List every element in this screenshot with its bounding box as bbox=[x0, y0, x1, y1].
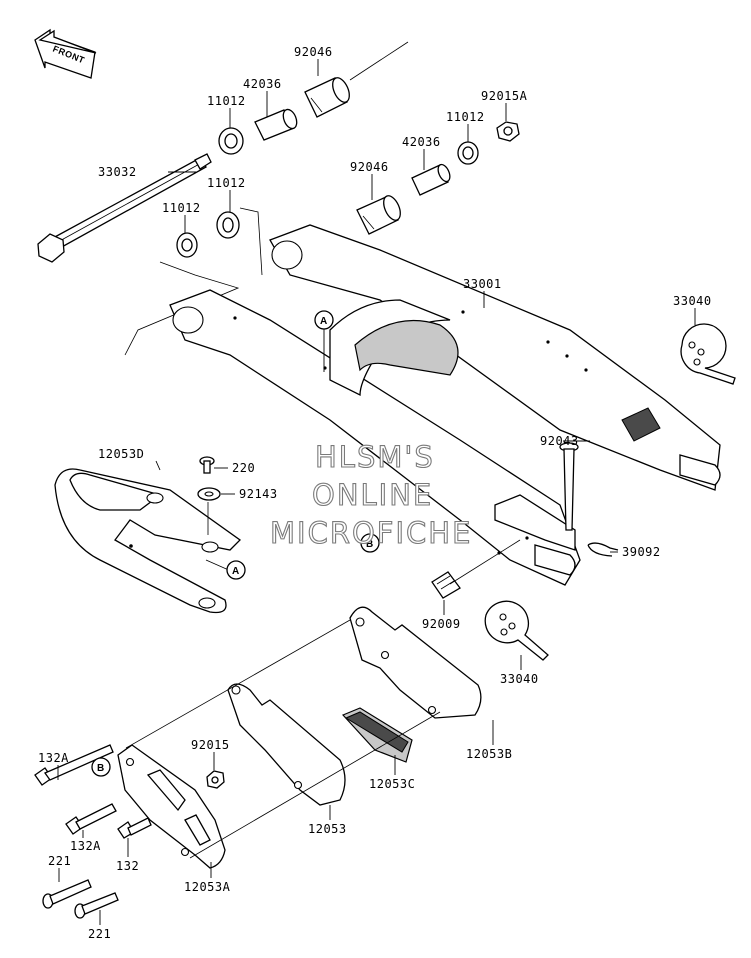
label-92043: 92043 bbox=[540, 434, 579, 448]
label-12053C: 12053C bbox=[369, 777, 415, 791]
watermark-line-1: HLSM'S bbox=[315, 440, 435, 474]
watermark: HLSM'S ONLINE MICROFICHE bbox=[269, 439, 472, 550]
label-11012-left: 11012 bbox=[162, 201, 201, 215]
callout-a-swingarm-text: A bbox=[320, 316, 327, 327]
swingarm-33001 bbox=[169, 224, 721, 586]
label-42036-right: 42036 bbox=[402, 135, 441, 149]
collar-11012-right bbox=[457, 141, 479, 165]
bolt-132A-upper bbox=[34, 744, 114, 786]
label-221-lower: 221 bbox=[88, 927, 111, 941]
front-arrow: FRONT bbox=[34, 28, 97, 79]
bolt-132A-lower bbox=[65, 803, 117, 835]
callout-a-guide-text: A bbox=[232, 566, 239, 577]
nut-92015A bbox=[496, 121, 520, 142]
pin-92043 bbox=[559, 442, 579, 531]
chain-adjuster-33040-lower bbox=[484, 600, 549, 661]
label-11012-right: 11012 bbox=[446, 110, 485, 124]
label-11012-mid: 11012 bbox=[207, 176, 246, 190]
label-12053D: 12053D bbox=[98, 447, 144, 461]
sleeve-42036-top bbox=[254, 108, 298, 141]
label-221-upper: 221 bbox=[48, 854, 71, 868]
bolt-221-lower bbox=[74, 892, 119, 919]
bolt-132 bbox=[117, 817, 152, 839]
label-132A-upper: 132A bbox=[38, 751, 69, 765]
callout-a-swingarm: A bbox=[314, 310, 334, 372]
collar-11012-top bbox=[218, 127, 244, 155]
bolt-220 bbox=[199, 456, 215, 474]
guide-plate-12053 bbox=[227, 683, 346, 806]
leader-lines bbox=[57, 59, 696, 925]
label-33032: 33032 bbox=[98, 165, 137, 179]
label-42036-top: 42036 bbox=[243, 77, 282, 91]
callout-b-guard: B bbox=[91, 757, 111, 777]
label-92143: 92143 bbox=[239, 487, 278, 501]
guide-plate-12053A bbox=[117, 744, 226, 869]
label-92046-top: 92046 bbox=[294, 45, 333, 59]
label-11012-top: 11012 bbox=[207, 94, 246, 108]
callout-a-guide: A bbox=[226, 560, 246, 580]
label-132: 132 bbox=[116, 859, 139, 873]
label-92046-right: 92046 bbox=[350, 160, 389, 174]
label-33001: 33001 bbox=[463, 277, 502, 291]
cotter-pin-39092 bbox=[587, 542, 619, 557]
bearing-92046-right bbox=[356, 195, 401, 235]
label-39092: 39092 bbox=[622, 545, 661, 559]
chain-adjuster-33040-upper bbox=[680, 323, 736, 385]
chain-guide-12053D bbox=[54, 468, 242, 614]
callout-b-swingarm-text: B bbox=[366, 539, 373, 550]
bolt-221-upper bbox=[42, 879, 92, 909]
label-132A-lower: 132A bbox=[70, 839, 101, 853]
label-12053: 12053 bbox=[308, 822, 347, 836]
guide-plate-12053B bbox=[349, 606, 482, 719]
washer-92143 bbox=[197, 487, 221, 501]
guide-slider-12053C bbox=[341, 707, 413, 763]
part-labels: 92046 42036 11012 92015A 11012 42036 330… bbox=[38, 45, 712, 941]
label-92015A: 92015A bbox=[481, 89, 528, 103]
callout-b-swingarm: B bbox=[360, 533, 380, 553]
label-92015: 92015 bbox=[191, 738, 230, 752]
bolt-92009 bbox=[431, 571, 461, 599]
watermark-line-2: ONLINE bbox=[312, 478, 433, 512]
sleeve-42036-right bbox=[411, 163, 451, 196]
label-92009: 92009 bbox=[422, 617, 461, 631]
label-12053B: 12053B bbox=[466, 747, 512, 761]
watermark-line-3: MICROFICHE bbox=[270, 516, 472, 550]
label-12053A: 12053A bbox=[184, 880, 231, 894]
pivot-shaft-33032 bbox=[37, 153, 212, 263]
collar-11012-left bbox=[176, 232, 198, 258]
callout-b-guard-text: B bbox=[97, 763, 104, 774]
collar-11012-mid bbox=[216, 211, 240, 239]
bearing-92046-top bbox=[304, 77, 350, 118]
label-33040-lower: 33040 bbox=[500, 672, 539, 686]
label-33040-upper: 33040 bbox=[673, 294, 712, 308]
label-220: 220 bbox=[232, 461, 255, 475]
nut-92015 bbox=[206, 770, 225, 789]
